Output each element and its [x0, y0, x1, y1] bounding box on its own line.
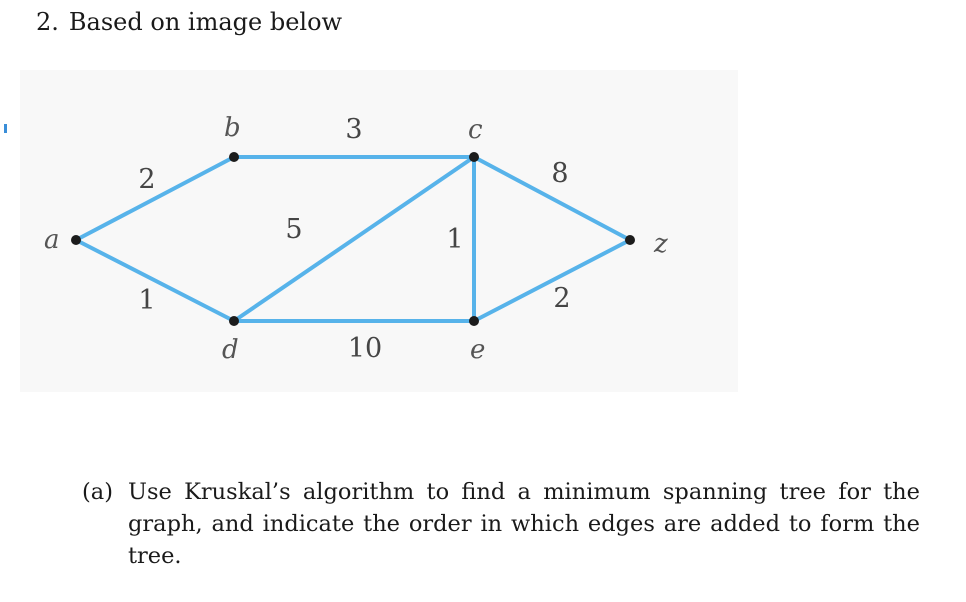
vertex-c	[469, 152, 479, 162]
edge-e-z	[472, 238, 632, 323]
vertices-layer	[71, 152, 635, 326]
question-number: 2.	[36, 8, 59, 36]
edge-weight-d-e: 10	[348, 333, 382, 364]
edge-d-c	[232, 155, 476, 323]
margin-marker	[4, 124, 7, 133]
edge-weight-c-e: 1	[446, 224, 463, 255]
edge-weight-d-c: 5	[285, 214, 302, 245]
question-title: Based on image below	[68, 8, 343, 36]
edge-weight-c-z: 8	[551, 158, 568, 189]
part-a-text: Use Kruskal’s algorithm to find a minimu…	[128, 479, 920, 569]
vertex-label-a: a	[44, 225, 60, 255]
vertex-e	[469, 316, 479, 326]
edge-a-d	[74, 238, 236, 323]
vertex-label-z: z	[653, 229, 668, 259]
part-a: (a) Use Kruskal’s algorithm to find a mi…	[82, 476, 920, 572]
edge-weight-a-b: 2	[138, 164, 155, 195]
vertex-label-d: d	[222, 335, 239, 365]
vertex-label-b: b	[224, 113, 241, 143]
edge-c-z	[472, 155, 632, 242]
edge-weight-e-z: 2	[553, 283, 570, 314]
vertex-a	[71, 235, 81, 245]
vertex-d	[229, 316, 239, 326]
graph-image-panel	[20, 70, 738, 392]
vertex-label-e: e	[470, 335, 485, 365]
part-a-label: (a)	[82, 479, 113, 505]
edges-layer	[74, 155, 632, 323]
edge-a-b	[74, 155, 236, 242]
question-header: 2. Based on image below	[36, 6, 342, 38]
vertex-b	[229, 152, 239, 162]
edge-weight-a-d: 1	[138, 285, 155, 316]
edge-weight-b-c: 3	[345, 114, 362, 145]
vertex-labels-layer: a b c d e z	[44, 113, 668, 365]
vertex-label-c: c	[468, 115, 483, 145]
vertex-z	[625, 235, 635, 245]
